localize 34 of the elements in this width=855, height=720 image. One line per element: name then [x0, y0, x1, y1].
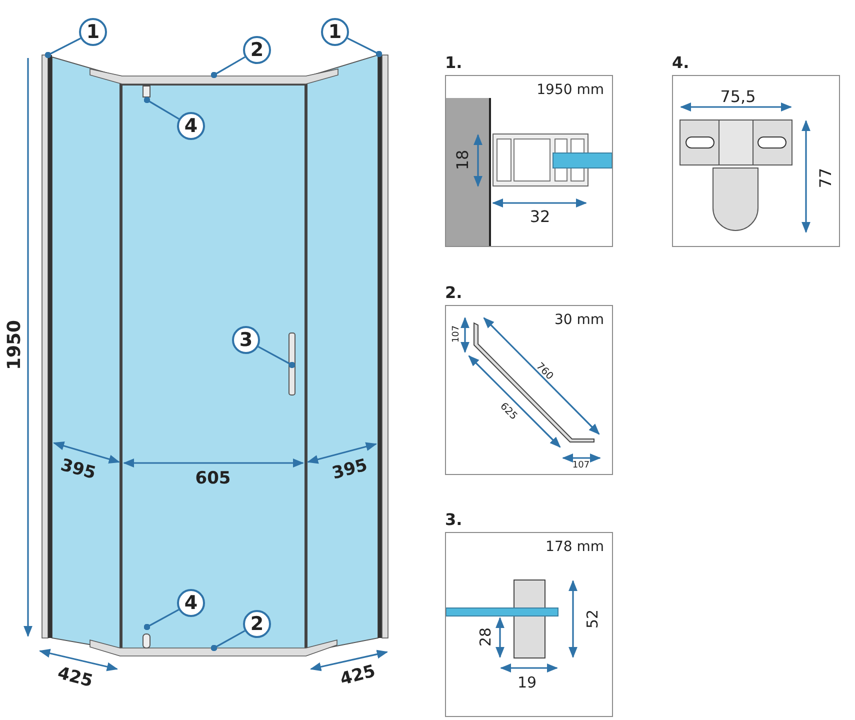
dimension-label: 395	[58, 457, 98, 483]
leader-line	[44, 38, 81, 58]
panel-number: 4.	[672, 53, 690, 72]
dimension-label: 18	[455, 150, 471, 170]
callout-number: 1	[79, 18, 107, 46]
leader-line	[347, 38, 382, 58]
leader-line	[210, 56, 246, 78]
dimension-label: 395	[330, 457, 370, 483]
dimension-label: 1950	[6, 320, 24, 370]
panel-number: 2.	[445, 283, 462, 302]
leader-line	[258, 346, 296, 368]
dimension-label: 425	[338, 663, 378, 689]
panel-number: 1.	[445, 53, 462, 72]
leader-line	[144, 609, 180, 630]
dimension-label: 28	[478, 627, 494, 647]
dimension-label: 75,5	[720, 89, 756, 105]
dimension-label: 107	[572, 462, 590, 470]
length-label: 1950 mm	[536, 82, 604, 98]
dimension-label: 425	[56, 665, 94, 691]
dimension-label: 605	[195, 470, 231, 488]
callout-number: 2	[243, 36, 271, 64]
dimension-label: 107	[452, 325, 462, 343]
panel-number: 3.	[445, 510, 462, 529]
dimension-label: 77	[818, 168, 834, 188]
leader-line	[210, 630, 246, 652]
length-label: 30 mm	[554, 312, 604, 328]
dimension-label: 760	[534, 362, 554, 382]
dimension-label: 32	[530, 209, 550, 225]
dimension-label: 19	[517, 676, 537, 690]
dimension-label: 625	[498, 402, 518, 422]
length-label: 178 mm	[546, 539, 604, 555]
dimension-label: 52	[586, 609, 600, 629]
callout-number: 1	[321, 18, 349, 46]
leader-line	[144, 96, 180, 120]
